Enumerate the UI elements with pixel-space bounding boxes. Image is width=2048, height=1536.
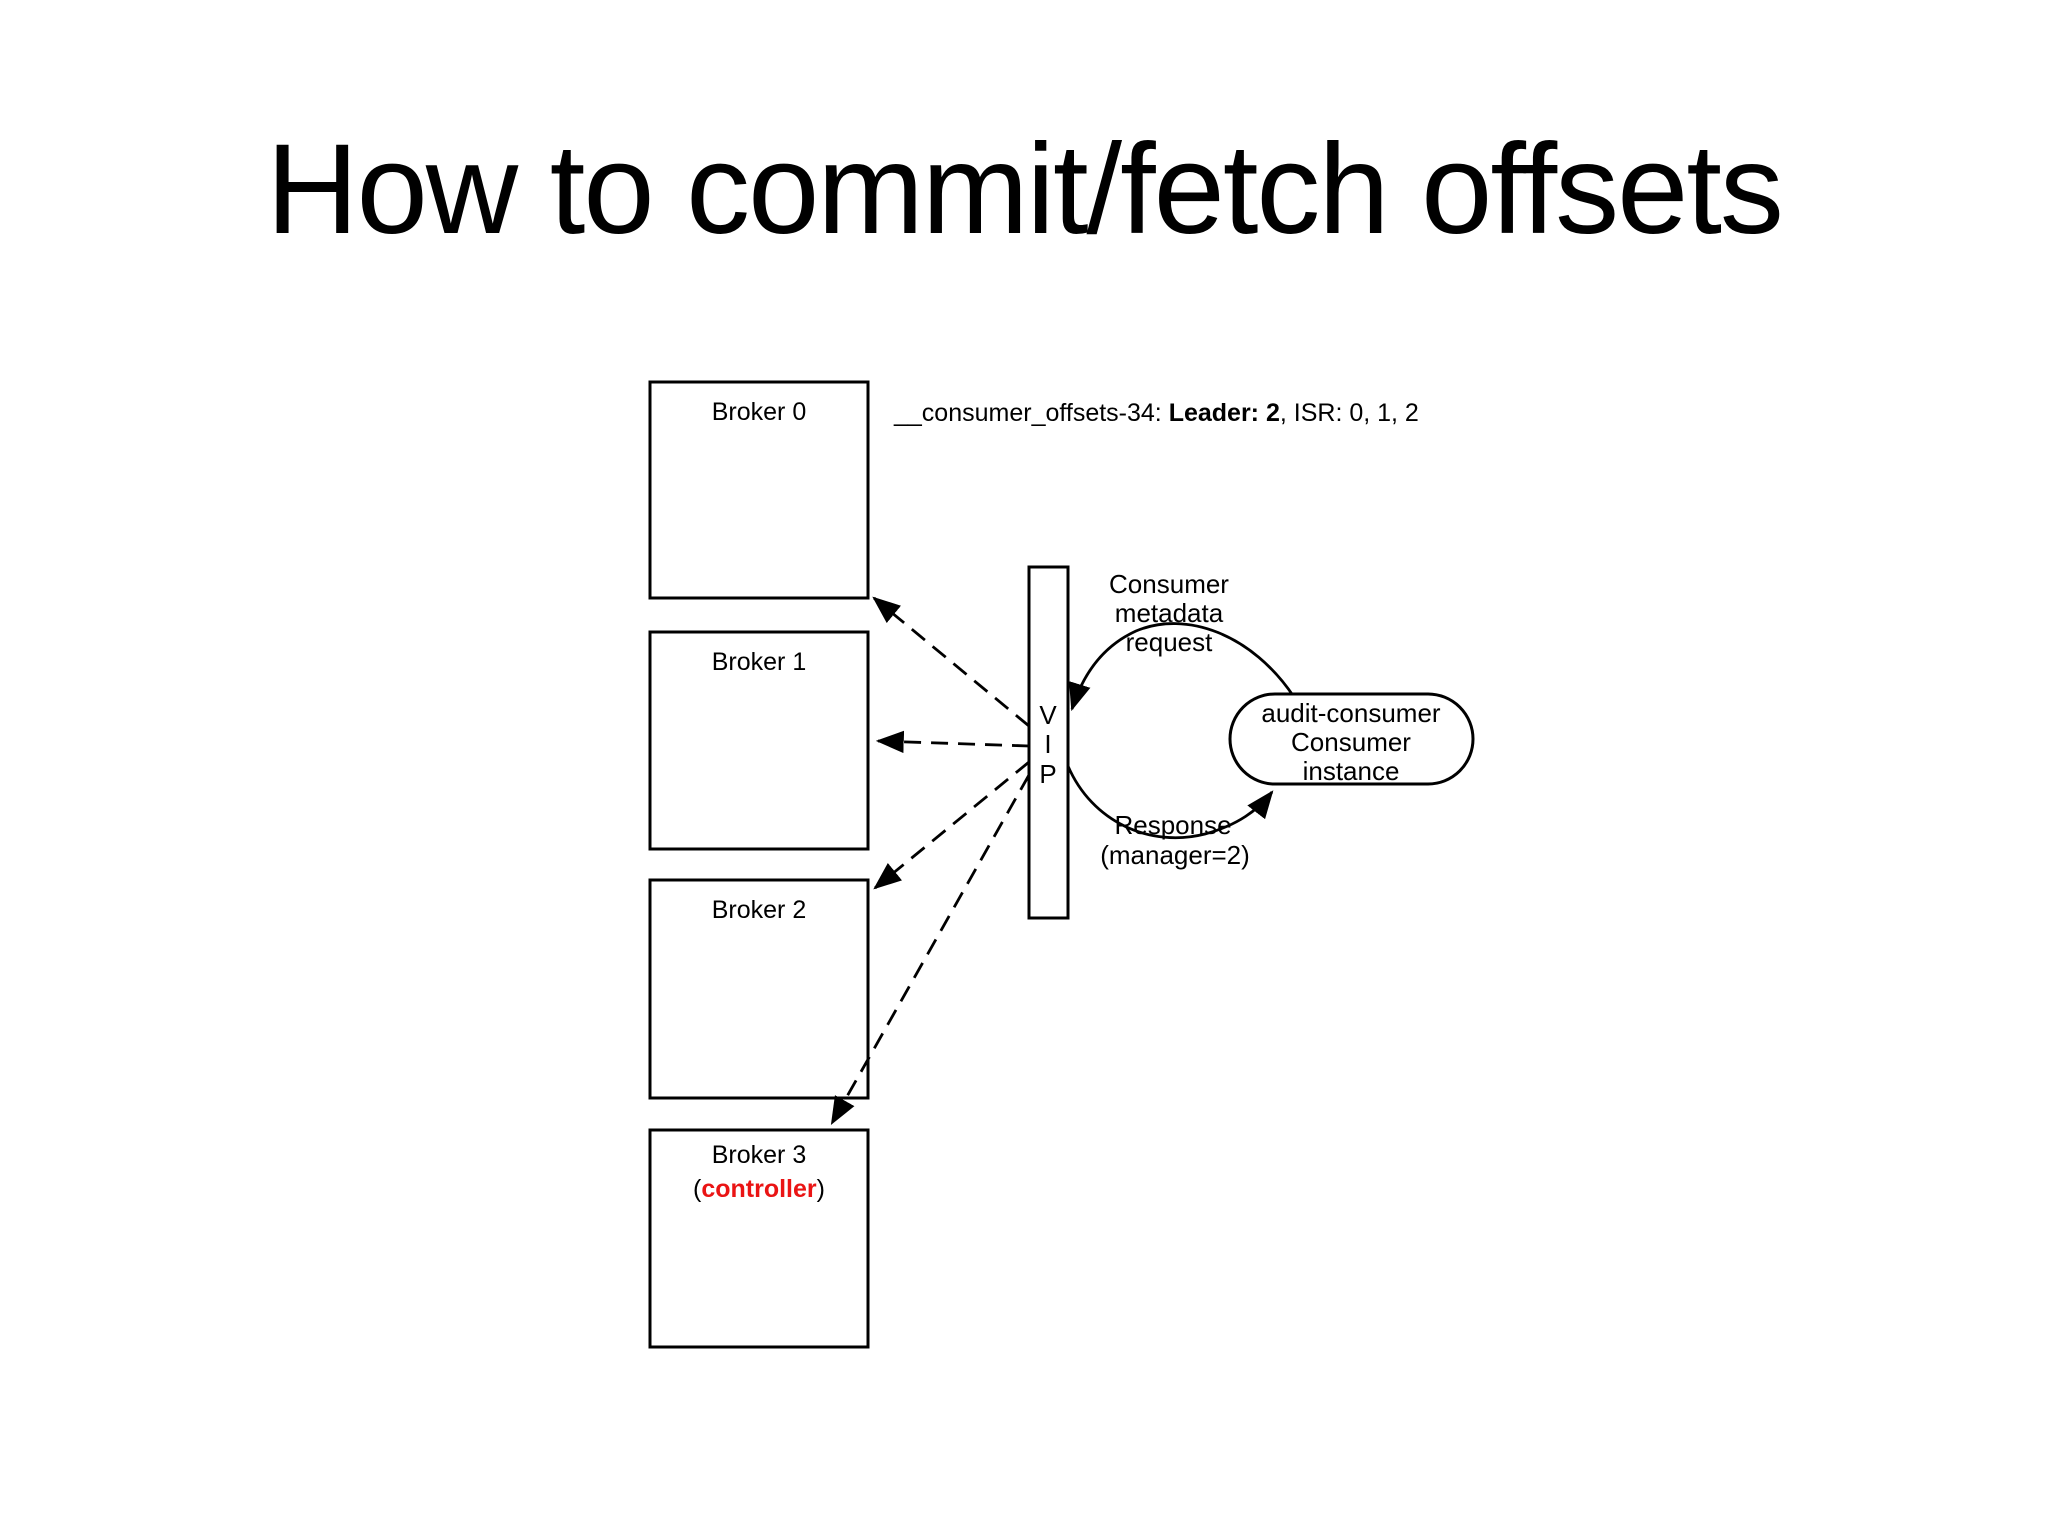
broker-0-box	[648, 380, 870, 600]
vip-letter-p: P	[1039, 759, 1056, 789]
vip-letter-v: V	[1039, 700, 1057, 730]
request-label-line1: Consumer	[1109, 569, 1229, 599]
page-title: How to commit/fetch offsets	[266, 118, 1784, 261]
broker-3-role-open: (	[693, 1175, 702, 1203]
vip-letter-i: I	[1044, 729, 1051, 759]
broker-2-label: Broker 2	[712, 896, 806, 924]
arrow-vip-to-consumer-response	[1066, 765, 1274, 839]
broker-1-label: Broker 1	[712, 648, 806, 676]
broker-3-box	[648, 1128, 870, 1349]
consumer-instance-box	[1228, 692, 1475, 786]
broker-1-box	[648, 630, 870, 851]
response-label-line1: Response	[1114, 810, 1231, 840]
consumer-instance-label-line2: instance	[1303, 756, 1400, 786]
arrow-vip-to-broker-1	[875, 730, 1030, 754]
broker-2-box	[648, 878, 870, 1100]
partition-topic: __consumer_offsets-34:	[893, 399, 1169, 427]
response-label-line2: (manager=2)	[1100, 840, 1250, 870]
request-label-line2: metadata	[1115, 598, 1224, 628]
vip-box	[1027, 565, 1070, 920]
arrow-vip-to-broker-3	[830, 774, 1031, 1125]
partition-info-text: __consumer_offsets-34: Leader: 2, ISR: 0…	[893, 399, 1419, 427]
partition-leader: Leader: 2	[1169, 399, 1280, 427]
broker-3-role-close: )	[817, 1175, 825, 1203]
broker-0-label: Broker 0	[712, 398, 806, 426]
broker-3-label: Broker 3	[712, 1141, 806, 1169]
partition-isr: , ISR: 0, 1, 2	[1280, 399, 1419, 427]
broker-3-role: (controller)	[693, 1175, 825, 1203]
broker-3-role-controller: controller	[701, 1175, 817, 1203]
consumer-instance-label-line1: Consumer	[1291, 727, 1411, 757]
request-label-line3: request	[1126, 627, 1213, 657]
consumer-group-label: audit-consumer	[1261, 698, 1441, 728]
arrow-vip-to-broker-2	[873, 760, 1030, 890]
arrow-consumer-to-vip-request	[1069, 622, 1296, 712]
arrow-vip-to-broker-0	[872, 596, 1030, 728]
